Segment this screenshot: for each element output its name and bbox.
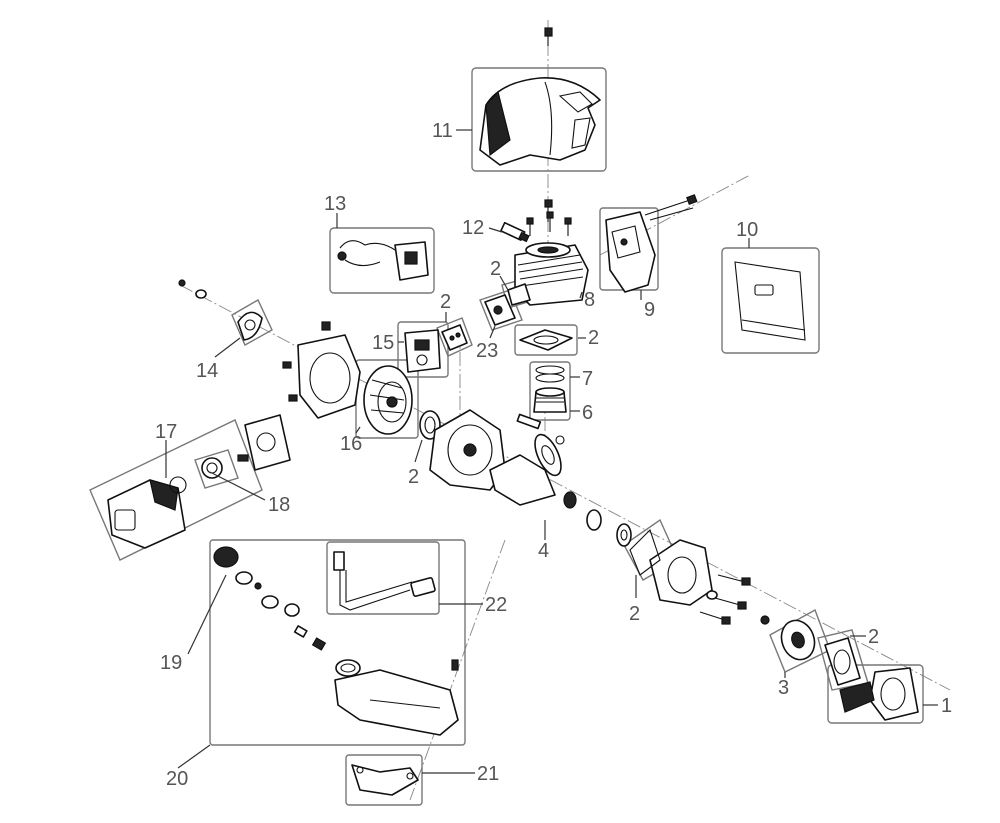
piston-icon xyxy=(533,387,567,413)
callout-13: 13 xyxy=(324,193,346,215)
carb-gasket-icon xyxy=(441,324,468,351)
callout-15: 15 xyxy=(372,332,394,354)
bearings-icon xyxy=(563,491,632,547)
callout-3: 3 xyxy=(778,677,789,699)
callout-21: 21 xyxy=(477,763,499,785)
engine-cover-icon xyxy=(479,77,601,166)
spark-plug-icon xyxy=(500,221,530,243)
callout-8: 8 xyxy=(584,289,595,311)
box-13 xyxy=(329,227,435,294)
box-21 xyxy=(345,754,423,806)
callout-2: 2 xyxy=(408,466,419,488)
callout-10: 10 xyxy=(736,219,758,241)
box-20 xyxy=(209,539,466,746)
fuel-tank-icon xyxy=(334,659,459,736)
callout-20: 20 xyxy=(166,768,188,790)
callout-2: 2 xyxy=(490,258,501,280)
box-cyl-gasket xyxy=(514,324,578,356)
box-1 xyxy=(827,664,924,724)
callout-7: 7 xyxy=(582,368,593,390)
callout-2: 2 xyxy=(440,291,451,313)
crankshaft-icon xyxy=(489,433,562,506)
starter-gasket-icon xyxy=(824,637,861,686)
box-10 xyxy=(721,247,820,354)
cylinder-gasket-icon xyxy=(519,329,573,351)
callout-22: 22 xyxy=(485,594,507,616)
muffler-icon xyxy=(605,194,698,293)
leader-lines xyxy=(165,129,938,774)
callout-12: 12 xyxy=(462,217,484,239)
box-11 xyxy=(471,67,607,172)
callout-numbers: 1 2 2 2 2 2 2 3 4 6 7 8 9 10 11 12 13 14… xyxy=(155,120,952,790)
callout-4: 4 xyxy=(538,540,549,562)
choke-lever-icon xyxy=(178,279,263,341)
callout-2: 2 xyxy=(868,626,879,648)
callout-11: 11 xyxy=(432,120,453,142)
fuel-cap-icon xyxy=(213,546,327,651)
filter-element-icon xyxy=(169,457,223,494)
box-15 xyxy=(397,321,449,378)
cylinder-screws-icon xyxy=(526,199,572,236)
box-14 xyxy=(231,299,273,346)
box-18 xyxy=(194,449,239,489)
crankcase-left-icon xyxy=(419,409,506,491)
piston-rings-icon xyxy=(535,365,565,383)
callout-18: 18 xyxy=(268,494,290,516)
callout-2: 2 xyxy=(629,603,640,625)
box-23 xyxy=(479,289,523,331)
air-filter-cover-icon xyxy=(107,479,186,549)
callout-19: 19 xyxy=(160,652,182,674)
heat-shield-icon xyxy=(734,261,806,341)
carburetor-icon xyxy=(404,329,441,373)
callout-17: 17 xyxy=(155,421,177,443)
piston-pin-icon xyxy=(516,413,565,445)
part-drawings xyxy=(107,27,919,796)
air-filter-base-icon xyxy=(282,321,361,419)
flywheel-icon xyxy=(363,365,413,435)
recoil-starter-icon xyxy=(839,667,919,721)
callout-16: 16 xyxy=(340,433,362,455)
callout-14: 14 xyxy=(196,360,218,382)
starter-pulley-icon xyxy=(780,619,816,661)
callout-9: 9 xyxy=(644,299,655,321)
top-screw-icon xyxy=(544,27,553,46)
group-boxes xyxy=(89,67,924,806)
cylinder-icon xyxy=(514,242,589,306)
exhaust-flange-icon xyxy=(484,283,531,326)
tank-bracket-icon xyxy=(351,764,419,796)
fuel-line-icon xyxy=(333,551,436,611)
box-22 xyxy=(326,541,440,615)
crankcase-right-icon xyxy=(629,528,713,606)
callout-6: 6 xyxy=(582,402,593,424)
box-rings xyxy=(529,361,571,421)
box-17 xyxy=(89,419,263,561)
ignition-coil-icon xyxy=(337,240,429,281)
air-filter-plate-icon xyxy=(237,414,291,471)
box-2-carbgasket xyxy=(436,317,473,357)
crankcase-screws-icon xyxy=(699,574,770,625)
callout-2: 2 xyxy=(588,327,599,349)
callout-23: 23 xyxy=(476,340,498,362)
callout-1: 1 xyxy=(941,695,952,717)
